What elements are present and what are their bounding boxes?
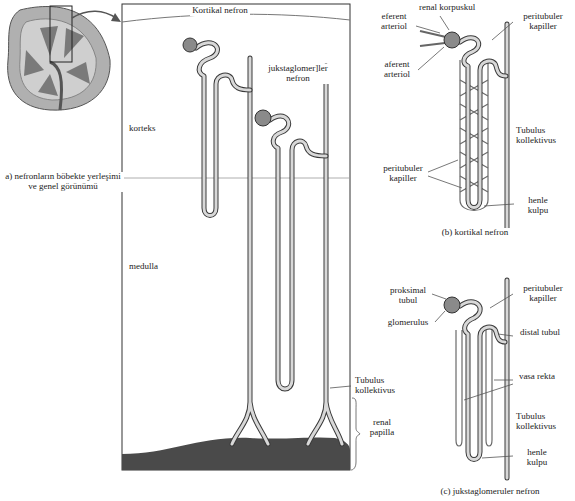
leader-lines xyxy=(330,386,360,470)
label-text: henle kulpu xyxy=(516,196,560,216)
label-text: renal papilla xyxy=(362,418,402,438)
label-text: renal korpuskul xyxy=(418,3,484,13)
label-text: proksimal tubul xyxy=(384,286,432,306)
label-text: glomerulus xyxy=(382,318,434,328)
label-text: Tubulus kollektivus xyxy=(354,376,408,396)
label-text: distal tubul xyxy=(515,328,565,338)
label-text: peritubuler kapiller xyxy=(515,284,571,304)
label-text: peritubuler kapiller xyxy=(378,164,428,184)
label-text: a) nefronların böbekte yerleşimi ve gene… xyxy=(2,172,124,192)
label-text: medulla xyxy=(128,262,170,272)
kidney-drawing xyxy=(8,6,121,110)
label-text: peritubuler kapiller xyxy=(515,12,571,32)
label-text: eferent arteriol xyxy=(372,12,416,32)
label-text: Tubulus kollektivus xyxy=(515,126,571,146)
nephron-panel xyxy=(122,4,350,470)
label-text: Kortikal nefron xyxy=(190,6,250,16)
label-text: jukstaglomer]ler nefron xyxy=(262,64,334,84)
label-text: vasa rekta xyxy=(515,372,559,382)
cortical-nephron-drawing xyxy=(416,16,514,228)
label-text: (b) kortikal nefron xyxy=(430,228,520,238)
label-text: Tubulus kollektivus xyxy=(515,412,571,432)
label-text: korteks xyxy=(128,124,170,134)
label-text: henle kulpu xyxy=(515,448,559,468)
label-text: aferent arteriol xyxy=(376,60,418,80)
juxtamedullary-nephron-drawing xyxy=(432,280,513,478)
label-text: (c) jukstaglomeruler nefron xyxy=(410,487,570,497)
